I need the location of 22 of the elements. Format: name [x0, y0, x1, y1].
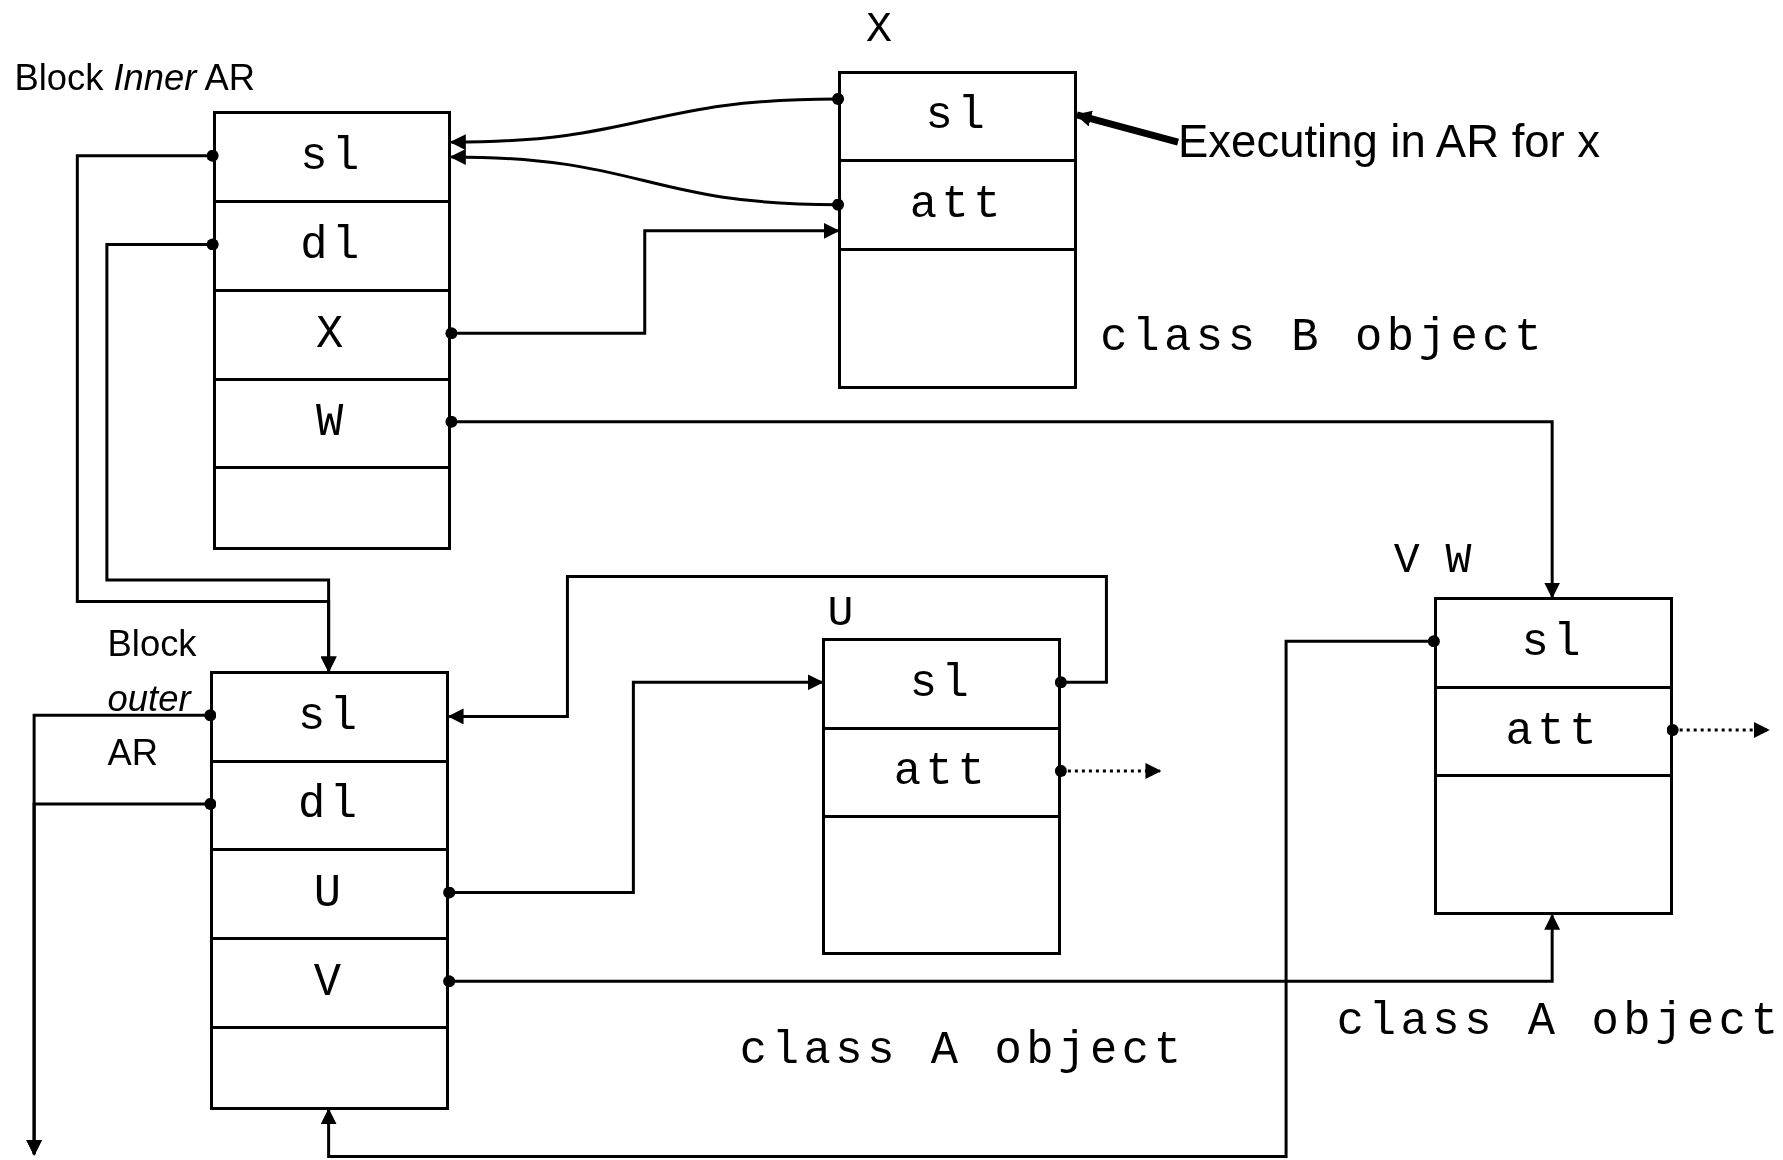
- arrow: [443, 913, 1561, 988]
- annotation-text: Executing in AR for x: [1178, 113, 1690, 171]
- arrow: [105, 238, 337, 673]
- arrow: [320, 635, 1440, 1158]
- arrow: [445, 222, 840, 340]
- record-heading: V W: [1393, 536, 1472, 587]
- arrow: [443, 674, 824, 899]
- arrow: [445, 415, 1561, 599]
- record-caption: class A object: [739, 1025, 1186, 1078]
- record-heading: U: [827, 588, 854, 639]
- record-caption: class A object: [1336, 995, 1783, 1048]
- record-heading: Block Inner AR: [14, 55, 255, 100]
- arrow: [447, 575, 1108, 725]
- arrow: [26, 797, 217, 1156]
- dotted-arrow: [1666, 722, 1770, 738]
- dotted-arrow: [1054, 762, 1162, 779]
- record-heading: X: [866, 5, 892, 56]
- arrow: [449, 149, 845, 211]
- record-caption: class B object: [1100, 312, 1546, 365]
- arrow: [449, 92, 845, 150]
- arrow: [1075, 110, 1179, 146]
- record-heading: Block outer AR: [107, 622, 198, 776]
